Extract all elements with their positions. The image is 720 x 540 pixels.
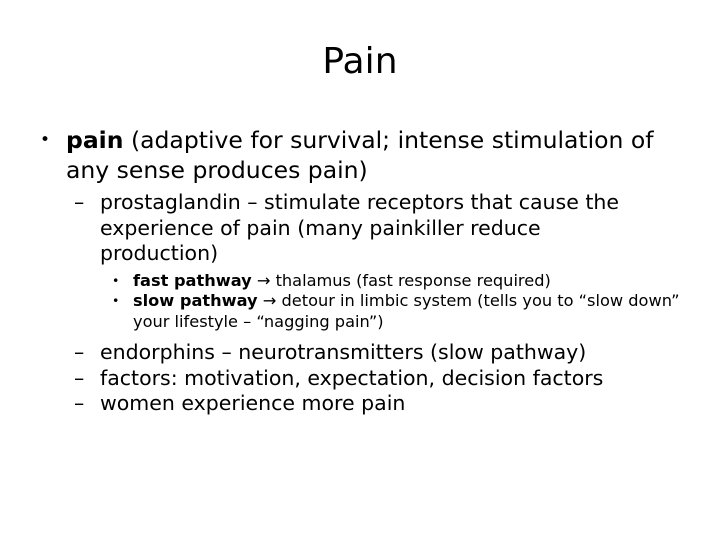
list-item-text: endorphins – neurotransmitters (slow pat… bbox=[100, 340, 587, 364]
list-item-text: factors: motivation, expectation, decisi… bbox=[100, 365, 604, 390]
bold-term-fast-pathway: fast pathway bbox=[133, 270, 252, 290]
bold-term-pain: pain bbox=[66, 126, 124, 154]
level2-dash-icon: – bbox=[74, 365, 85, 390]
bold-term-slow-pathway: slow pathway bbox=[133, 291, 258, 310]
list-item-level2-prostaglandin: – prostaglandin – stimulate receptors th… bbox=[0, 190, 720, 267]
list-item-level3-fast-pathway: • fast pathway → thalamus (fast response… bbox=[0, 271, 720, 292]
level3-bullet-icon: • bbox=[112, 293, 120, 308]
level2-dash-icon: – bbox=[74, 391, 85, 415]
list-item-level2-endorphins: – endorphins – neurotransmitters (slow p… bbox=[0, 340, 720, 366]
list-item-body: detour in limbic system (tells you to “s… bbox=[133, 291, 680, 331]
level3-bullet-icon: • bbox=[112, 272, 120, 288]
list-item-body: thalamus (fast response required) bbox=[270, 270, 551, 290]
list-item-text: slow pathway → detour in limbic system (… bbox=[133, 291, 693, 332]
right-arrow-icon: → bbox=[262, 291, 277, 310]
list-item-text: pain (adaptive for survival; intense sti… bbox=[66, 126, 686, 185]
list-item-level2-women: – women experience more pain bbox=[0, 391, 720, 417]
level1-bullet-icon: • bbox=[40, 130, 51, 150]
level2-dash-icon: – bbox=[74, 340, 85, 364]
list-item-level3-slow-pathway: • slow pathway → detour in limbic system… bbox=[0, 291, 720, 332]
page-title: Pain bbox=[322, 41, 398, 82]
slide-body-list: • pain (adaptive for survival; intense s… bbox=[0, 126, 720, 417]
list-item-text: women experience more pain bbox=[100, 391, 406, 415]
level2-dash-icon: – bbox=[74, 190, 85, 214]
list-item-level2-factors: – factors: motivation, expectation, deci… bbox=[0, 366, 720, 392]
list-item-text: fast pathway → thalamus (fast response r… bbox=[133, 271, 693, 292]
list-item-text: prostaglandin – stimulate receptors that… bbox=[100, 190, 619, 265]
right-arrow-icon: → bbox=[256, 270, 271, 290]
list-item-level1-pain: • pain (adaptive for survival; intense s… bbox=[0, 126, 720, 185]
list-item-body: (adaptive for survival; intense stimulat… bbox=[66, 126, 654, 184]
